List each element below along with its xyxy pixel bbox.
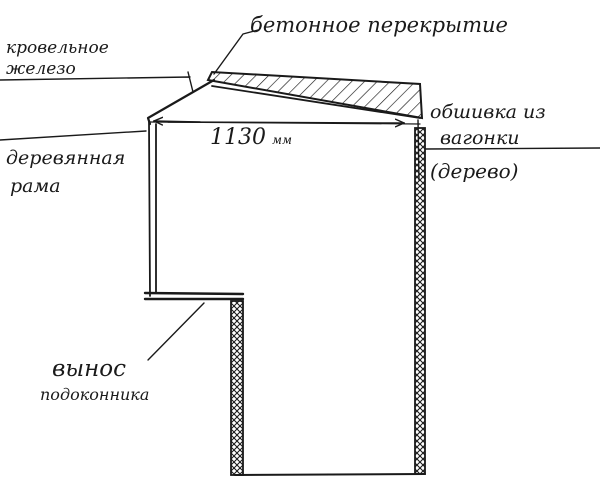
label-cladding-2: вагонки <box>440 127 520 149</box>
leader-concrete <box>213 29 259 75</box>
label-roof-iron-2: железо <box>6 59 76 79</box>
label-roof-iron-1: кровельное <box>6 38 109 58</box>
label-wood-frame-1: деревянная <box>6 147 125 169</box>
label-wood-frame-2: рама <box>10 175 61 197</box>
leader-wood-frame <box>0 130 147 141</box>
leader-sill <box>147 302 205 361</box>
windowsill <box>143 291 245 301</box>
dimension-line-left <box>154 121 201 122</box>
cladding-inner-line <box>417 119 420 181</box>
roof-iron-sheet <box>146 78 216 126</box>
dimension-line <box>167 122 404 123</box>
label-cladding-1: обшивка из <box>430 101 546 123</box>
roof-iron-edge <box>211 85 421 119</box>
label-cladding-3: (дерево) <box>430 159 518 183</box>
wooden-frame-left <box>148 121 157 297</box>
label-concrete-slab: бетонное перекрытие <box>250 13 508 37</box>
floor-line <box>234 473 426 476</box>
lower-wall-hatched <box>230 300 244 476</box>
label-sill-2: подоконника <box>40 385 149 404</box>
concrete-slab <box>206 70 424 120</box>
cladding-wall-hatched <box>414 127 426 475</box>
label-dimension: 1130 <box>210 125 266 150</box>
leader-roof-iron <box>0 71 194 93</box>
label-sill-1: вынос <box>52 356 126 382</box>
leader-cladding <box>424 147 600 150</box>
label-dimension-unit: мм <box>272 133 292 147</box>
